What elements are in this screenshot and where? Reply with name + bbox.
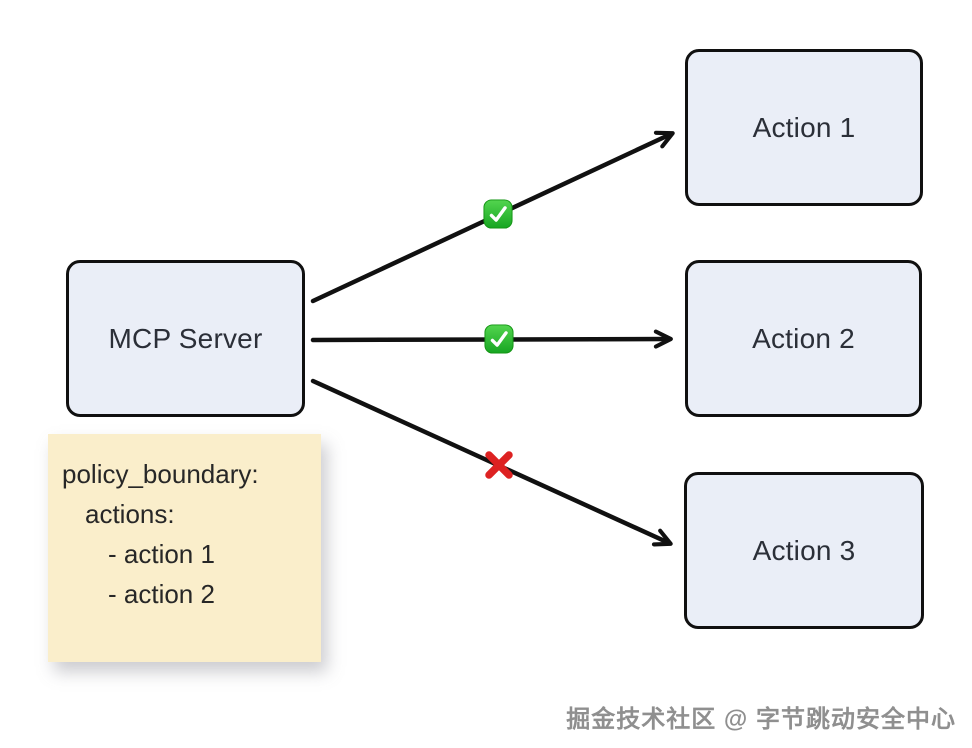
node-mcp-server: MCP Server xyxy=(66,260,305,417)
watermark-text: 掘金技术社区 @ 字节跳动安全中心 xyxy=(566,706,956,733)
cross-mark-icon xyxy=(485,451,513,479)
node-action-1: Action 1 xyxy=(685,49,923,206)
check-mark-icon xyxy=(483,199,513,229)
node-action-2-label: Action 2 xyxy=(752,322,855,354)
node-action-3: Action 3 xyxy=(684,472,924,629)
node-action-2: Action 2 xyxy=(685,260,922,417)
policy-line: - action 1 xyxy=(108,539,215,569)
policy-boundary-note: policy_boundary: actions: - action 1 - a… xyxy=(48,434,321,662)
policy-line: - action 2 xyxy=(108,579,215,609)
policy-line: policy_boundary: xyxy=(62,459,259,489)
node-action-1-label: Action 1 xyxy=(752,111,856,143)
node-action-3-label: Action 3 xyxy=(752,534,856,566)
policy-line: actions: xyxy=(85,499,175,529)
node-mcp-server-label: MCP Server xyxy=(108,322,263,354)
check-mark-icon xyxy=(484,324,514,354)
